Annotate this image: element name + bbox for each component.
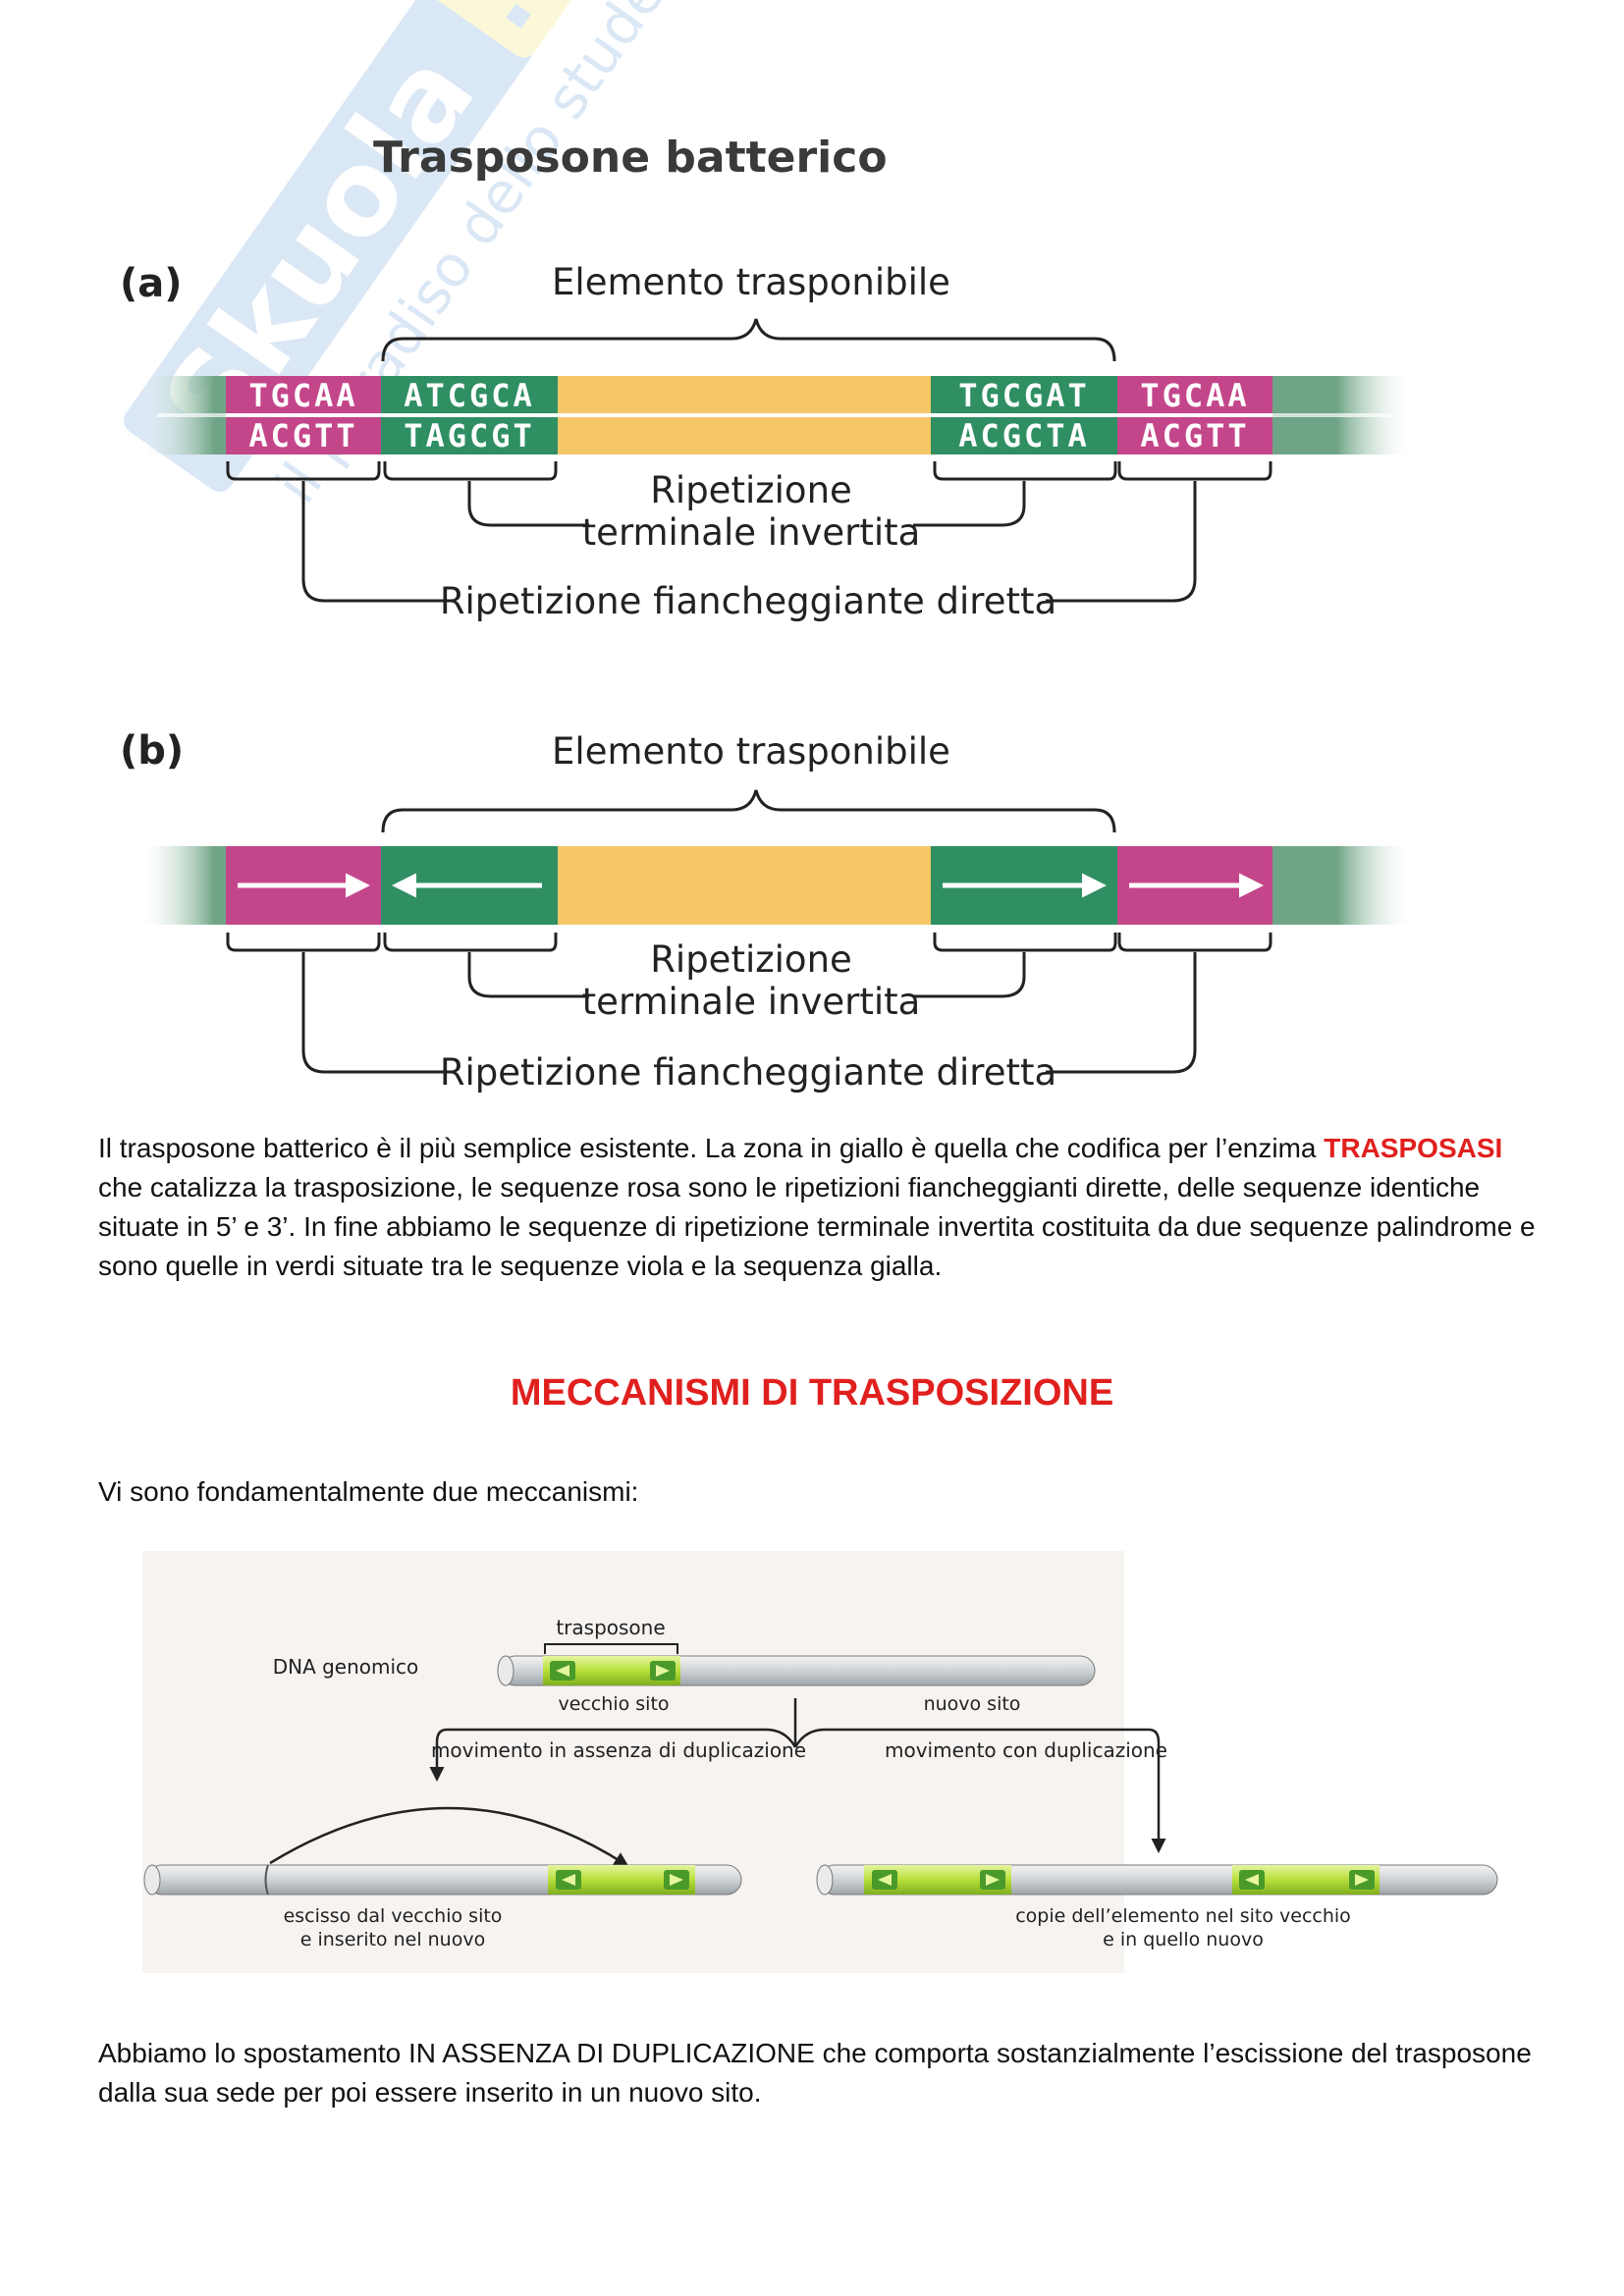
transposition-mechanisms-figure: trasposone DNA genomico vecchio sito nuo… <box>142 1551 1498 1973</box>
transposasi-highlight: TRASPOSASI <box>1324 1133 1503 1163</box>
genomic-dna-tube <box>497 1655 1096 1686</box>
transposon-figure: Skuola .net il paradiso dello studente T… <box>120 0 1414 1094</box>
inverted-label-a-1: Ripetizione <box>650 469 852 511</box>
label-copie-2: e in quello nuovo <box>1103 1929 1264 1950</box>
label-copie-1: copie dell’elemento nel sito vecchio <box>1015 1905 1351 1927</box>
panel-a: (a) Elemento trasponibile TGCAA ACGTT AT… <box>120 261 1414 622</box>
label-vecchio-sito: vecchio sito <box>558 1693 669 1715</box>
inverted-label-a-2: terminale invertita <box>582 511 921 554</box>
panel-b-label: (b) <box>120 728 184 774</box>
panel-b: (b) Elemento trasponibile Ripetizione te… <box>120 728 1414 1094</box>
inverted-label-b-1: Ripetizione <box>650 938 852 981</box>
label-nuovo-sito: nuovo sito <box>924 1693 1021 1715</box>
label-trasposone: trasposone <box>556 1616 665 1639</box>
seq-right-direct-bottom: ACGTT <box>1140 417 1249 454</box>
seq-right-direct-top: TGCAA <box>1140 377 1249 414</box>
paragraph-text-1: Il trasposone batterico è il più semplic… <box>98 1133 1325 1163</box>
seq-left-direct-bottom: ACGTT <box>248 417 357 454</box>
seq-left-inverted-bottom: TAGCGT <box>404 417 535 454</box>
seq-left-direct-top: TGCAA <box>248 377 357 414</box>
label-escisso-1: escisso dal vecchio sito <box>284 1905 503 1927</box>
paragraph-text-2: che catalizza la trasposizione, le seque… <box>98 1172 1536 1281</box>
figure-title: Trasposone batterico <box>373 133 888 183</box>
seq-left-inverted-top: ATCGCA <box>404 377 535 414</box>
section-heading: MECCANISMI DI TRASPOSIZIONE <box>510 1372 1114 1414</box>
label-escisso-2: e inserito nel nuovo <box>300 1929 485 1950</box>
panel-a-label: (a) <box>120 261 183 306</box>
seq-right-inverted-bottom: ACGCTA <box>958 417 1090 454</box>
element-label-a: Elemento trasponibile <box>552 261 950 303</box>
element-brace-b <box>381 789 1116 833</box>
label-dna-genomico: DNA genomico <box>273 1655 419 1679</box>
direct-label-b: Ripetizione fiancheggiante diretta <box>440 1051 1056 1094</box>
duplication-result-tube <box>816 1864 1498 1896</box>
label-with-duplication: movimento con duplicazione <box>885 1738 1167 1762</box>
transposase-gene-b <box>558 846 931 925</box>
paragraph-transposon: Il trasposone batterico è il più semplic… <box>98 1129 1542 1286</box>
scan-background <box>142 1551 1124 1973</box>
inverted-label-b-2: terminale invertita <box>582 981 921 1023</box>
label-no-duplication: movimento in assenza di duplicazione <box>431 1738 806 1762</box>
paragraph-mechanisms: Vi sono fondamentalmente due meccanismi: <box>98 1476 639 1507</box>
paragraph-no-duplication: Abbiamo lo spostamento IN ASSENZA DI DUP… <box>98 2038 1532 2108</box>
seq-right-inverted-top: TGCGAT <box>958 377 1090 414</box>
element-brace-a <box>381 318 1116 362</box>
excision-result-tube <box>143 1864 742 1896</box>
direct-label-a: Ripetizione fiancheggiante diretta <box>440 580 1056 622</box>
element-label-b: Elemento trasponibile <box>552 730 950 773</box>
